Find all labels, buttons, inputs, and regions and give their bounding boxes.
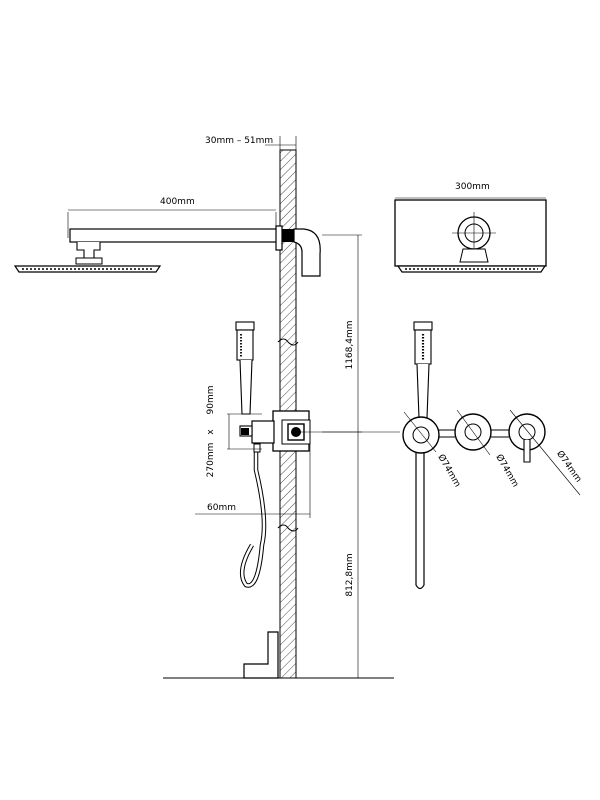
arm-length-dimension: 400mm	[67, 197, 277, 238]
diameter-label-3: Ø74mm	[554, 449, 584, 485]
wall-thickness-dimension: 30mm – 51mm	[205, 136, 297, 150]
wall-thickness-label: 30mm – 51mm	[205, 136, 273, 146]
shower-arm	[69, 225, 321, 277]
hand-shower-front	[413, 321, 433, 590]
head-width-label: 300mm	[455, 182, 490, 192]
hand-shower-side	[235, 321, 267, 588]
height-dimensions: 1168,4mm 812,8mm	[300, 234, 362, 679]
separator-label: x	[206, 429, 216, 435]
rain-shower-head-side	[13, 265, 162, 273]
depth-label: 60mm	[207, 503, 236, 513]
handle-offset-label: 90mm	[206, 386, 216, 415]
diameter-label-2: Ø74mm	[493, 452, 521, 489]
shower-head-front: 300mm	[394, 182, 547, 273]
valve-knob-3	[508, 409, 581, 496]
valve-knob-2	[454, 409, 492, 456]
arm-height-label: 1168,4mm	[345, 320, 355, 369]
diameter-label-1: Ø74mm	[435, 452, 463, 489]
valve-height-label: 812,8mm	[345, 553, 355, 596]
valve-knob-1	[402, 411, 440, 454]
valve-spacing-label: 270mm	[206, 443, 216, 478]
valve-body-side	[239, 410, 311, 679]
valve-dimensions: 90mm x 270mm 60mm	[195, 386, 311, 518]
arm-length-label: 400mm	[160, 197, 195, 207]
